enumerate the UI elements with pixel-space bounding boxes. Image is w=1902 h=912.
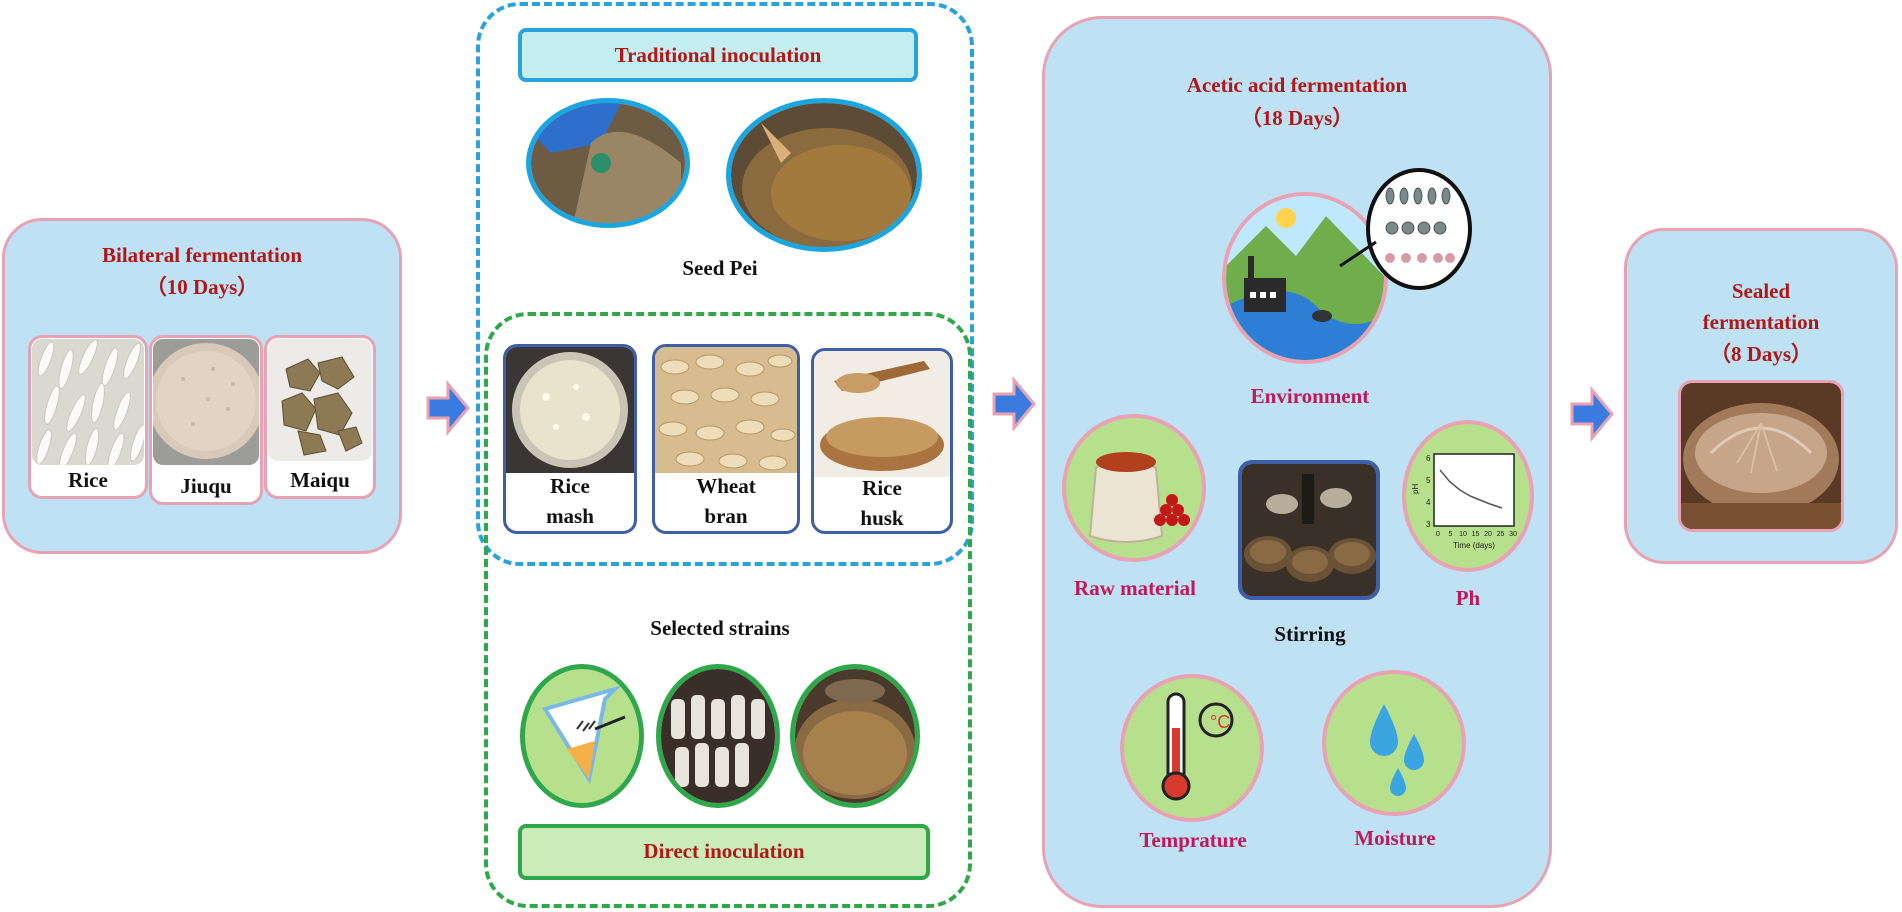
direct-inoculation-label: Direct inoculation: [643, 839, 805, 863]
wheat-bran-label-2: bran: [704, 504, 748, 528]
ph-xtick: 20: [1484, 531, 1492, 538]
bilateral-title: Bilateral fermentation: [101, 243, 303, 267]
traditional-inoculation-label: Traditional inoculation: [614, 43, 822, 67]
moisture-label: Moisture: [1354, 826, 1436, 850]
ph-xtick: 25: [1497, 531, 1505, 538]
ph-label: Ph: [1455, 586, 1481, 610]
sealed-title-1: Sealed: [1731, 279, 1791, 303]
rice-mash-card: [503, 344, 637, 534]
sealed-duration: （8 Days）: [1709, 342, 1813, 366]
ph-xtick: 30: [1509, 531, 1517, 538]
rice-husk-label-2: husk: [860, 506, 904, 530]
rice-mash-label-1: Rice: [550, 474, 590, 498]
raw-material-label: Raw material: [1074, 576, 1196, 600]
arrow-3-icon: [1568, 386, 1616, 442]
ph-xlabel: Time (days): [1453, 541, 1495, 550]
wheat-bran-label-1: Wheat: [696, 474, 756, 498]
wheat-bran-card: [652, 344, 800, 534]
raw-material-icon: [1062, 414, 1206, 562]
direct-inoculation-dashed-frame: [484, 312, 972, 908]
rice-photo: [32, 339, 144, 465]
acetic-duration: （18 Days）: [1240, 106, 1354, 130]
sealed-jar-photo: [1678, 380, 1844, 532]
rice-husk-label-1: Rice: [862, 476, 902, 500]
jiuqu-photo: [153, 339, 259, 465]
ph-ytick: 6: [1426, 454, 1431, 463]
moisture-icon: [1322, 670, 1466, 816]
ph-ytick: 4: [1426, 498, 1431, 507]
environment-icon: [1222, 192, 1388, 364]
temperature-icon: °C: [1120, 674, 1264, 822]
rice-husk-card: [811, 348, 953, 534]
selected-strains-label: Selected strains: [650, 616, 790, 640]
acetic-title: Acetic acid fermentation: [1186, 73, 1408, 97]
strain-culture-photo: [656, 664, 780, 808]
temperature-label: Temprature: [1139, 828, 1247, 852]
stirring-label: Stirring: [1274, 622, 1346, 646]
ph-mini-chart: 6 5 4 3 0 5 10 15 20 25 30 pH Time (days): [1411, 453, 1517, 550]
ph-xtick: 5: [1449, 531, 1453, 538]
sealed-title-2: fermentation: [1702, 310, 1820, 334]
ph-curve: [1439, 469, 1503, 509]
maiqu-photo: [268, 339, 372, 461]
traditional-inoculation-dashed-frame: [476, 2, 974, 566]
arrow-1-icon: [424, 380, 472, 436]
strain-flask-icon: [520, 664, 644, 808]
seed-pei-photo-1: [526, 98, 690, 228]
rice-mash-label-2: mash: [546, 504, 594, 528]
svg-text:°C: °C: [1210, 712, 1230, 732]
ph-xtick: 0: [1436, 531, 1440, 538]
stirring-photo: [1238, 460, 1380, 600]
ph-ytick: 3: [1426, 520, 1431, 529]
microbes-magnifier-icon: [1366, 168, 1472, 290]
environment-label: Environment: [1250, 384, 1370, 408]
rice-label: Rice: [68, 468, 108, 492]
arrow-2-icon: [990, 376, 1038, 432]
maiqu-label: Maiqu: [290, 468, 350, 492]
ph-xtick: 10: [1459, 531, 1467, 538]
bilateral-duration: （10 Days）: [145, 275, 259, 299]
ph-chart-icon: 6 5 4 3 0 5 10 15 20 25 30 pH Time (days): [1402, 420, 1534, 572]
traditional-inoculation-banner: [518, 28, 918, 82]
direct-inoculation-banner: [518, 824, 930, 880]
jiuqu-label: Jiuqu: [180, 474, 232, 498]
magnifier-pointer: [1338, 238, 1378, 268]
ph-xtick: 15: [1472, 531, 1480, 538]
strain-vat-photo: [790, 664, 920, 808]
ph-ytick: 5: [1426, 476, 1431, 485]
seed-pei-label: Seed Pei: [682, 256, 758, 280]
ph-ylabel: pH: [1411, 484, 1420, 494]
seed-pei-photo-2: [726, 98, 922, 252]
